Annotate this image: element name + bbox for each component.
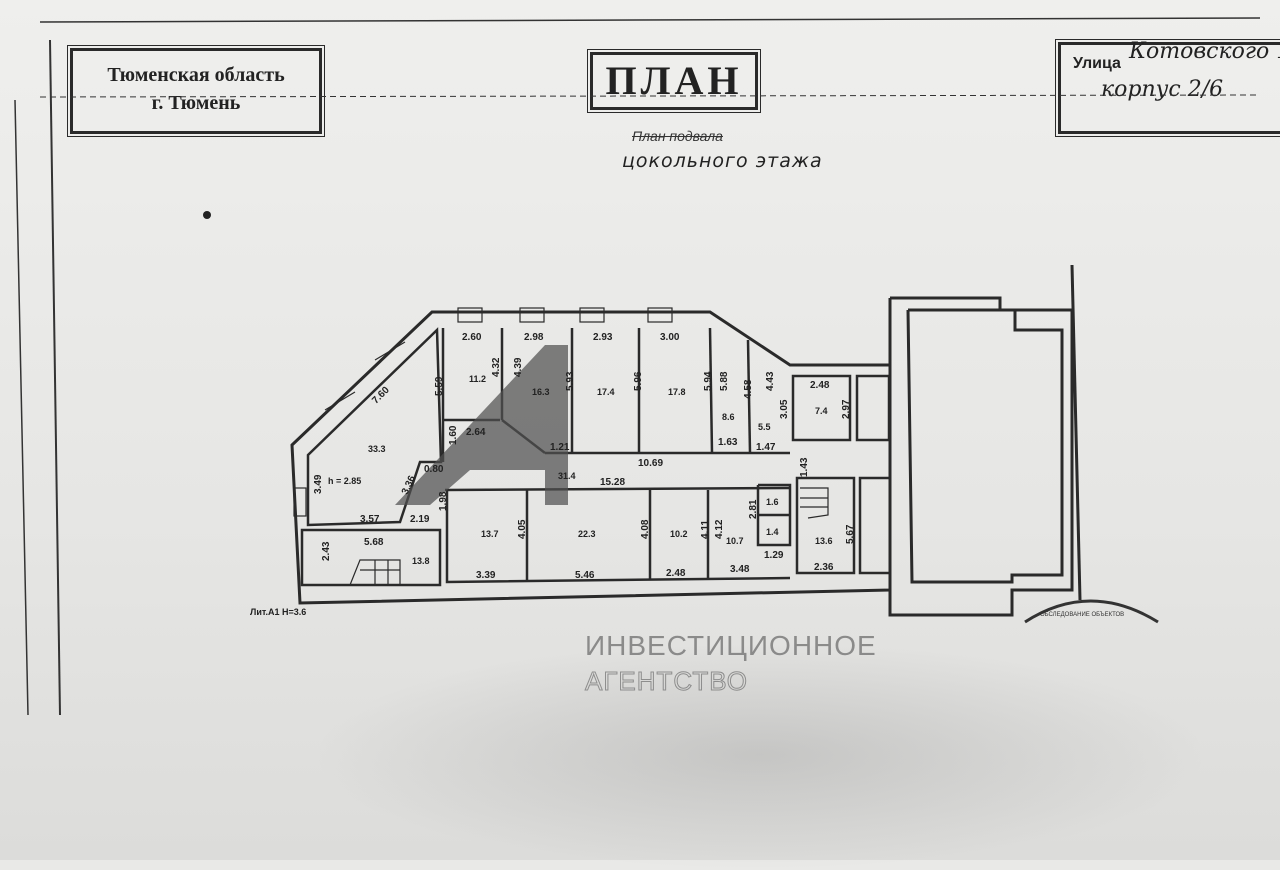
room-2-area: 33.3 [368, 444, 386, 454]
room-3-area: 11.2 [469, 374, 486, 384]
dim-label: 7.60 [370, 384, 392, 406]
room-13-area: 10.2 [670, 529, 688, 539]
dim-label: 3.49 [313, 474, 324, 494]
street-box: Улица Котовского 1 корпус 2/6 [1055, 39, 1280, 137]
dim-label: 1.47 [756, 442, 776, 453]
dim-label: 5.88 [719, 371, 730, 391]
dim-label: 5.93 [565, 371, 576, 391]
room-6-area: 17.8 [668, 387, 686, 397]
dim-label: 1.21 [550, 442, 570, 453]
outer-walls [290, 264, 1082, 617]
dim-label: 3.05 [779, 399, 790, 419]
dim-label: 2.36 [814, 562, 834, 573]
dim-label: 2.43 [321, 541, 332, 561]
dim-label: 3.39 [476, 570, 496, 581]
page-lines [14, 17, 1261, 716]
dim-label: 4.12 [714, 519, 725, 539]
room-12-area: 10.7 [726, 536, 744, 546]
dim-label: 2.64 [466, 427, 486, 438]
dim-label: 2.97 [841, 399, 852, 419]
room-8-area: 5.5 [758, 422, 771, 432]
dim-label: 3.48 [730, 564, 750, 575]
ink-dot [203, 211, 211, 219]
room-17-area: 1.4 [766, 527, 779, 537]
stamp: ОБСЛЕДОВАНИЕ ОБЪЕКТОВ [1024, 599, 1159, 624]
dim-label: 4.11 [700, 520, 711, 539]
dim-label: 4.43 [765, 371, 776, 391]
stamp-text: ОБСЛЕДОВАНИЕ ОБЪЕКТОВ [1040, 612, 1124, 618]
room-4-area: 16.3 [532, 387, 550, 397]
dim-label: 4.08 [640, 519, 651, 539]
dim-label: 2.19 [410, 514, 430, 525]
dim-label: 4.39 [513, 357, 524, 377]
dim-label: 1.98 [438, 491, 449, 511]
dim-label: 1.43 [799, 457, 810, 477]
dim-label: 3.57 [360, 514, 380, 525]
dim-label: 4.58 [743, 379, 754, 399]
dim-label: 5.59 [434, 376, 445, 396]
inner-walls [300, 327, 892, 587]
city-name: г. Тюмень [151, 92, 241, 114]
dim-label: 2.48 [810, 380, 830, 391]
height-note: h = 2.85 [328, 476, 361, 486]
subtitle-handwritten: цокольного этажа [622, 150, 823, 172]
room-1-area: 13.8 [412, 556, 430, 566]
dim-label: 2.60 [462, 332, 482, 343]
dim-label: 15.28 [600, 477, 625, 488]
room-11-area: 13.6 [815, 536, 833, 546]
dim-label: 1.29 [764, 550, 784, 561]
street-handwritten-2: корпус 2/6 [1101, 77, 1224, 102]
dim-label: 5.94 [703, 371, 714, 391]
room-9-area: 7.4 [815, 406, 828, 416]
watermark-line2: АГЕНТСТВО [585, 666, 748, 696]
dim-label: 2.48 [666, 568, 686, 579]
windows [293, 307, 829, 586]
dimension-labels: 2.60 2.98 2.93 3.00 7.60 5.59 4.32 4.39 … [313, 332, 856, 581]
dim-label: 2.98 [524, 332, 544, 343]
subtitle-struck: План подвала [632, 128, 723, 144]
dim-label: 0.80 [424, 464, 444, 475]
photo-shadow [310, 640, 1210, 870]
dim-label: 1.60 [448, 425, 459, 445]
dim-label: 3.00 [660, 332, 680, 343]
dim-label: 4.05 [517, 519, 528, 539]
dim-label: 5.96 [633, 371, 644, 391]
street-handwritten-1: Котовского 1 [1129, 39, 1280, 64]
watermark: ИНВЕСТИЦИОННОЕ АГЕНТСТВО [395, 345, 877, 697]
street-label: Улица [1073, 55, 1121, 72]
room-10-area: 31.4 [558, 471, 576, 481]
dim-label: 1.63 [718, 437, 738, 448]
region-box: Тюменская область г. Тюмень [67, 45, 325, 137]
watermark-line1: ИНВЕСТИЦИОННОЕ [585, 630, 877, 661]
subtitle-struck-text: План подвала [632, 128, 723, 144]
dim-label: 5.68 [364, 537, 384, 548]
dim-label: 10.69 [638, 458, 663, 469]
liter-note: Лит.А1 Н=3.6 [250, 607, 306, 617]
room-16-area: 1.6 [766, 497, 779, 507]
dim-label: 2.81 [748, 499, 759, 519]
dim-label: 5.46 [575, 570, 595, 581]
room-15-area: 13.7 [481, 529, 499, 539]
room-labels: 33.3 h = 2.85 13.8 11.2 16.3 17.4 17.8 8… [328, 374, 833, 566]
watermark-logo-shape [395, 345, 568, 505]
room-7-area: 8.6 [722, 412, 735, 422]
room-14-area: 22.3 [578, 529, 596, 539]
dim-label: 5.67 [845, 524, 856, 544]
dim-label: 4.32 [491, 357, 502, 377]
dim-label: 2.93 [593, 332, 613, 343]
room-5-area: 17.4 [597, 387, 615, 397]
region-name: Тюменская область [107, 64, 285, 86]
